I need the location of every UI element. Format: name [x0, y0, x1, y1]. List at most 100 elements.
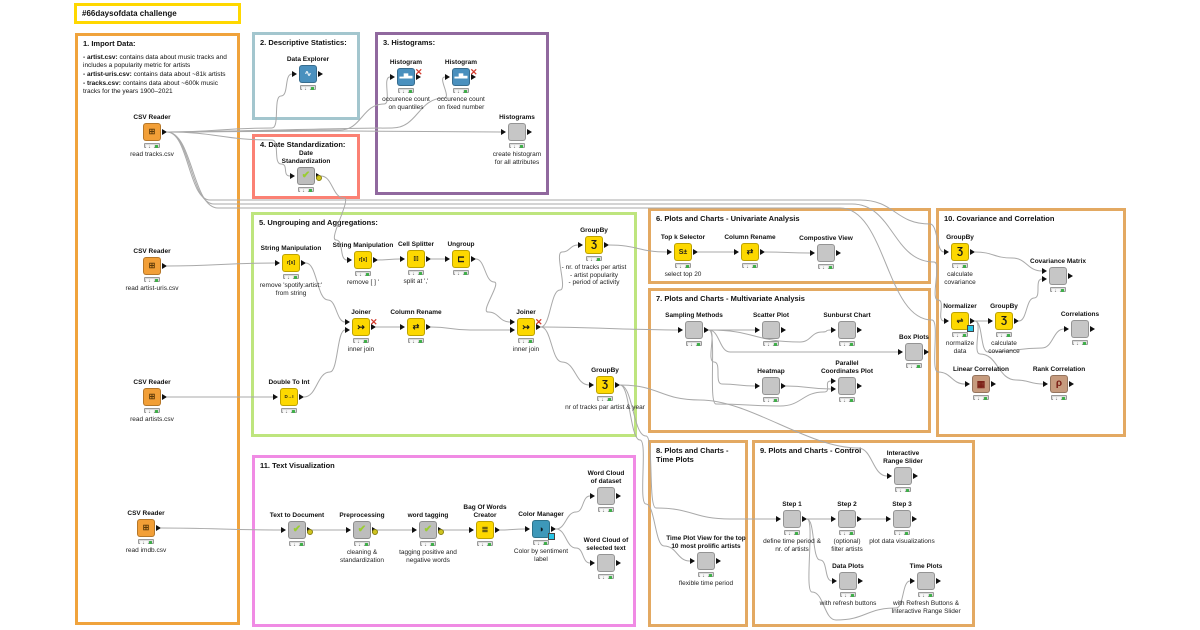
input-port[interactable] — [525, 526, 530, 532]
output-port[interactable] — [716, 558, 721, 564]
input-port[interactable] — [445, 256, 450, 262]
input-port[interactable] — [1042, 268, 1047, 274]
output-port[interactable] — [527, 129, 532, 135]
input-port[interactable] — [501, 129, 506, 135]
output-port[interactable] — [1090, 326, 1095, 332]
bag-of-words-creator-icon: ≣ — [476, 521, 494, 539]
output-port[interactable] — [857, 327, 862, 333]
input-port[interactable] — [1042, 276, 1047, 282]
input-port[interactable] — [831, 378, 836, 384]
input-port[interactable] — [589, 382, 594, 388]
output-port[interactable] — [970, 249, 975, 255]
csv-reader-artist-uris-icon: ⊞ — [143, 257, 161, 275]
input-port[interactable] — [886, 516, 891, 522]
output-port[interactable] — [495, 527, 500, 533]
input-port[interactable] — [292, 71, 297, 77]
output-port[interactable] — [912, 516, 917, 522]
input-port[interactable] — [831, 516, 836, 522]
output-port[interactable] — [936, 578, 941, 584]
output-port[interactable] — [913, 473, 918, 479]
output-port[interactable] — [616, 560, 621, 566]
input-port[interactable] — [965, 381, 970, 387]
output-port[interactable] — [162, 129, 167, 135]
output-port[interactable] — [318, 71, 323, 77]
output-port[interactable] — [299, 394, 304, 400]
annotation-import-data[interactable]: 1. Import Data:- artist.csv: contains da… — [75, 33, 240, 625]
output-port[interactable] — [162, 263, 167, 269]
input-port[interactable] — [273, 394, 278, 400]
input-port[interactable] — [445, 74, 450, 80]
input-port[interactable] — [810, 250, 815, 256]
output-port[interactable] — [1069, 381, 1074, 387]
input-port[interactable] — [1043, 381, 1048, 387]
output-port[interactable] — [760, 249, 765, 255]
input-port[interactable] — [988, 318, 993, 324]
input-port[interactable] — [831, 327, 836, 333]
input-port[interactable] — [944, 318, 949, 324]
output-port[interactable] — [471, 74, 476, 80]
input-port[interactable] — [469, 527, 474, 533]
output-port[interactable] — [426, 256, 431, 262]
output-port[interactable] — [991, 381, 996, 387]
input-port[interactable] — [290, 173, 295, 179]
input-port[interactable] — [346, 527, 351, 533]
output-port[interactable] — [836, 250, 841, 256]
output-port[interactable] — [857, 383, 862, 389]
input-port[interactable] — [510, 327, 515, 333]
input-port[interactable] — [412, 527, 417, 533]
input-port[interactable] — [678, 327, 683, 333]
output-port[interactable] — [426, 324, 431, 330]
output-port[interactable] — [1068, 273, 1073, 279]
output-port[interactable] — [551, 526, 556, 532]
annotation-time-plots[interactable]: 8. Plots and Charts - Time Plots — [648, 440, 748, 627]
input-port[interactable] — [690, 558, 695, 564]
input-port[interactable] — [390, 74, 395, 80]
input-port[interactable] — [832, 578, 837, 584]
input-port[interactable] — [887, 473, 892, 479]
output-port[interactable] — [693, 249, 698, 255]
output-port[interactable] — [1014, 318, 1019, 324]
output-port[interactable] — [616, 493, 621, 499]
output-port[interactable] — [781, 327, 786, 333]
input-port[interactable] — [275, 260, 280, 266]
input-port[interactable] — [944, 249, 949, 255]
input-port[interactable] — [755, 383, 760, 389]
input-port[interactable] — [667, 249, 672, 255]
input-port[interactable] — [345, 327, 350, 333]
input-port[interactable] — [510, 319, 515, 325]
output-port[interactable] — [156, 525, 161, 531]
input-port[interactable] — [831, 386, 836, 392]
input-port[interactable] — [281, 527, 286, 533]
traffic-light — [918, 592, 934, 597]
output-port[interactable] — [970, 318, 975, 324]
output-port[interactable] — [857, 516, 862, 522]
input-port[interactable] — [400, 324, 405, 330]
input-port[interactable] — [1064, 326, 1069, 332]
input-port[interactable] — [910, 578, 915, 584]
output-port[interactable] — [301, 260, 306, 266]
input-port[interactable] — [400, 256, 405, 262]
traffic-light — [698, 572, 714, 577]
rank-correlation-icon: ρ — [1050, 375, 1068, 393]
input-port[interactable] — [590, 493, 595, 499]
output-port[interactable] — [471, 256, 476, 262]
input-port[interactable] — [578, 242, 583, 248]
input-port[interactable] — [347, 257, 352, 263]
output-port[interactable] — [604, 242, 609, 248]
input-port[interactable] — [776, 516, 781, 522]
annotation-title: 1. Import Data: — [83, 39, 136, 48]
output-port[interactable] — [162, 394, 167, 400]
output-port[interactable] — [802, 516, 807, 522]
input-port[interactable] — [590, 560, 595, 566]
input-port[interactable] — [755, 327, 760, 333]
component-dot-icon — [316, 175, 322, 181]
output-port[interactable] — [704, 327, 709, 333]
output-port[interactable] — [781, 383, 786, 389]
output-port[interactable] — [615, 382, 620, 388]
node-label: CSV Reader — [133, 378, 171, 386]
input-port[interactable] — [734, 249, 739, 255]
workflow-title-annotation[interactable]: #66daysofdata challenge — [74, 3, 241, 24]
output-port[interactable] — [858, 578, 863, 584]
output-port[interactable] — [373, 257, 378, 263]
input-port[interactable] — [345, 319, 350, 325]
